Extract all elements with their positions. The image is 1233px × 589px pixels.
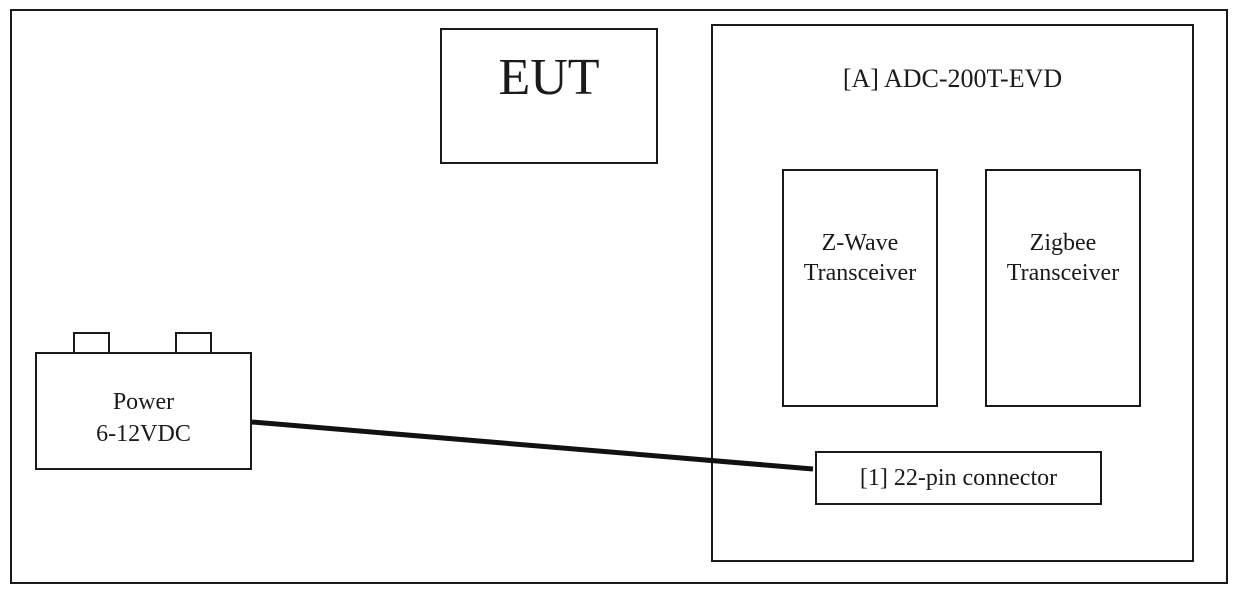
battery-terminal-left — [73, 332, 110, 354]
battery-terminal-right — [175, 332, 212, 354]
connector-label: [1] 22-pin connector — [859, 464, 1058, 491]
zwave-label-line1: Z-Wave — [821, 230, 899, 256]
power-supply-box: Power 6-12VDC — [35, 352, 252, 470]
zwave-label-line2: Transceiver — [803, 260, 917, 286]
power-label-line1: Power — [112, 389, 175, 415]
device-label: [A] ADC-200T-EVD — [842, 64, 1063, 93]
power-label-line2: 6-12VDC — [96, 421, 191, 447]
zigbee-label-line2: Transceiver — [1006, 260, 1120, 286]
eut-label: EUT — [498, 49, 600, 106]
diagram-frame — [10, 9, 1228, 584]
zwave-transceiver-box: Z-Wave Transceiver — [782, 169, 938, 407]
device-box: [A] ADC-200T-EVD Z-Wave Transceiver Zigb… — [711, 24, 1194, 562]
connector-box: [1] 22-pin connector — [815, 451, 1102, 505]
eut-box: EUT — [440, 28, 658, 164]
zigbee-label-line1: Zigbee — [1029, 230, 1097, 256]
zigbee-transceiver-box: Zigbee Transceiver — [985, 169, 1141, 407]
